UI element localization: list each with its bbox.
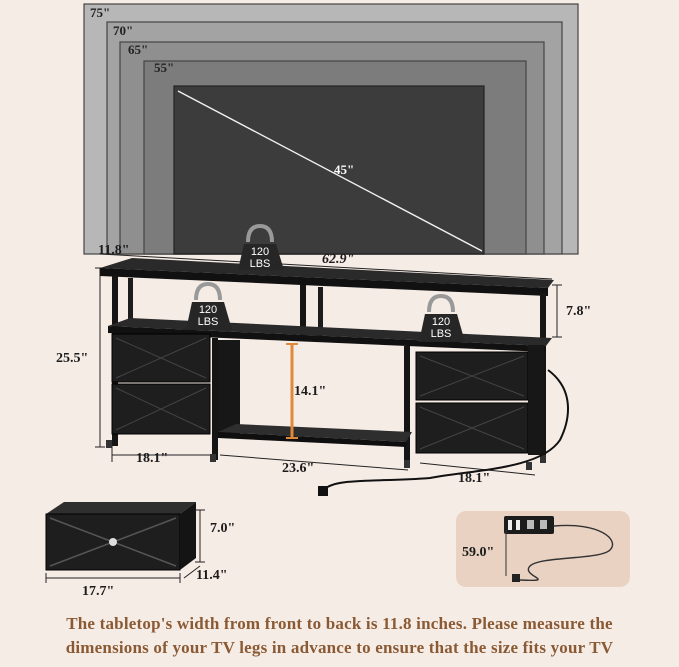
middle-section-width-label: 23.6"	[282, 461, 315, 476]
tv-size-label-55: 55"	[154, 60, 175, 75]
drawer-dimension-lines	[45, 509, 205, 583]
weight-unit-top: LBS	[249, 258, 271, 270]
weight-icon-right	[419, 293, 465, 342]
weight-icon-left	[186, 281, 232, 330]
weight-icon-top	[238, 223, 284, 270]
shelf-height-label: 7.8"	[566, 304, 592, 319]
tv-size-label-75: 75"	[90, 5, 111, 20]
tv-45-diagonal	[177, 90, 483, 252]
left-section-width-label: 18.1"	[136, 451, 169, 466]
weight-value-left: 120	[198, 304, 218, 316]
drawer-height-label: 7.0"	[210, 521, 236, 536]
right-section-width-label: 18.1"	[458, 471, 491, 486]
middle-opening-height-label: 14.1"	[294, 384, 327, 399]
bottom-mesh-shelf	[218, 424, 412, 442]
drawer-depth-label: 11.4"	[196, 568, 228, 583]
weight-label-top: 120 LBS	[236, 246, 284, 270]
width-top-label: 62.9"	[322, 252, 355, 267]
weight-value-right: 120	[431, 316, 451, 328]
tv-size-frames	[83, 3, 579, 255]
weight-value-top: 120	[250, 246, 270, 258]
power-outlet-panel	[456, 511, 630, 587]
caption-line-1: The tabletop's width from front to back …	[66, 614, 613, 633]
caption-line-2: dimensions of your TV legs in advance to…	[65, 638, 614, 657]
top-dimension-lines	[95, 253, 562, 476]
tabletop	[100, 258, 554, 288]
tv-size-label-70: 70"	[113, 23, 134, 38]
drawer-detail	[45, 502, 196, 571]
power-cord	[325, 369, 569, 489]
tv-size-label-45: 45"	[334, 162, 355, 177]
power-cord-length-label: 59.0"	[462, 545, 495, 560]
weight-label-left: 120 LBS	[184, 304, 232, 328]
weight-unit-right: LBS	[430, 328, 452, 340]
drawer-width-label: 17.7"	[82, 584, 115, 599]
weight-unit-left: LBS	[197, 316, 219, 328]
depth-top-label: 11.8"	[98, 243, 130, 258]
tv-size-label-65: 65"	[128, 42, 149, 57]
tv-stand	[100, 258, 569, 496]
weight-label-right: 120 LBS	[417, 316, 465, 340]
total-height-label: 25.5"	[56, 351, 89, 366]
